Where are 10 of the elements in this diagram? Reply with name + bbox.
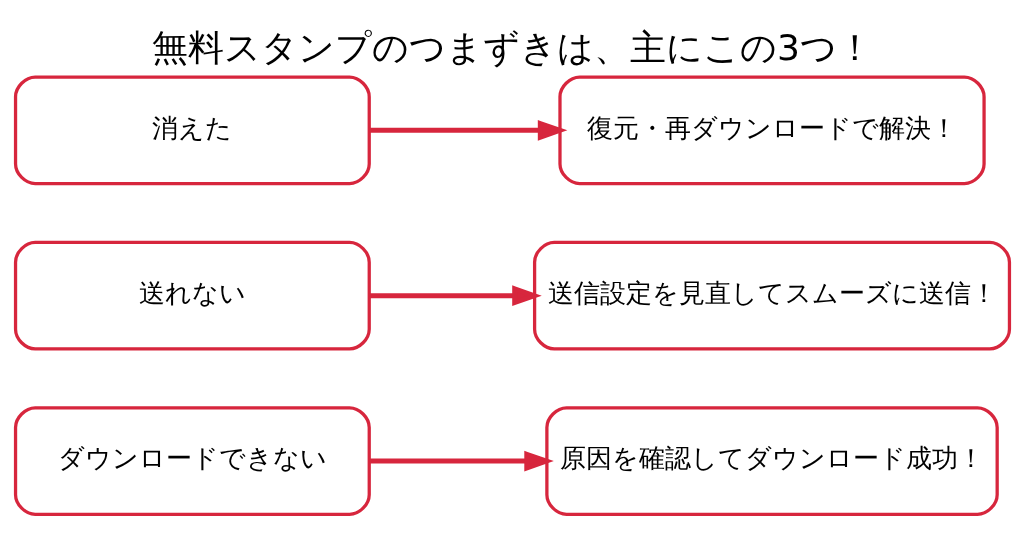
node-box: ダウンロードできない: [13, 405, 371, 516]
node-box: 消えた: [13, 74, 371, 185]
arrow: [368, 119, 567, 141]
arrow: [368, 450, 554, 471]
diagram-title: 無料スタンプのつまずきは、主にこの3つ！: [151, 26, 873, 68]
node-box: 原因を確認してダウンロード成功！: [544, 405, 999, 516]
node-box: 送れない: [13, 240, 371, 351]
node-box: 復元・再ダウンロードで解決！: [557, 74, 986, 185]
arrow: [368, 284, 542, 306]
node-box: 送信設定を見直してスムーズに送信！: [532, 240, 1011, 351]
